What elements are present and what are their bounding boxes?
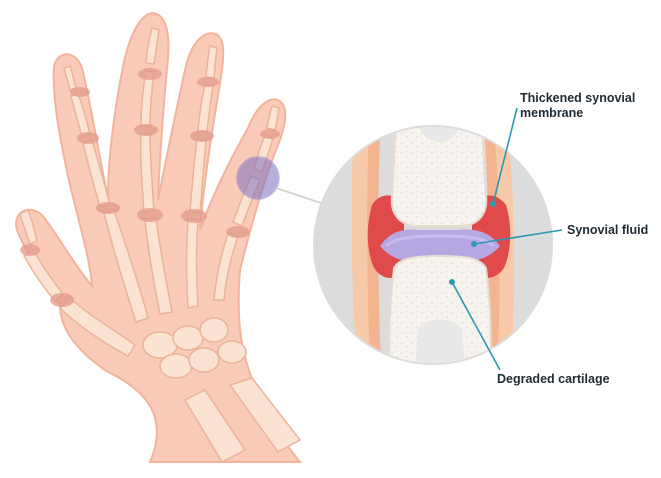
fluid-leader-dot <box>472 242 476 246</box>
carpal-bone <box>200 318 228 342</box>
cartilage-leader-dot <box>450 280 454 284</box>
membrane-leader-dot <box>491 202 495 206</box>
label-thickened-synovial-membrane: Thickened synovial membrane <box>520 91 660 121</box>
label-synovial-fluid: Synovial fluid <box>567 223 648 238</box>
label-degraded-cartilage: Degraded cartilage <box>497 372 610 387</box>
carpal-bone <box>173 326 203 350</box>
joint-crosssection <box>352 108 514 380</box>
carpal-bone <box>160 354 192 378</box>
carpal-bone <box>218 341 246 363</box>
zoom-spot <box>237 157 279 199</box>
carpal-bone <box>189 348 219 372</box>
ring-metacarpal <box>187 219 199 308</box>
